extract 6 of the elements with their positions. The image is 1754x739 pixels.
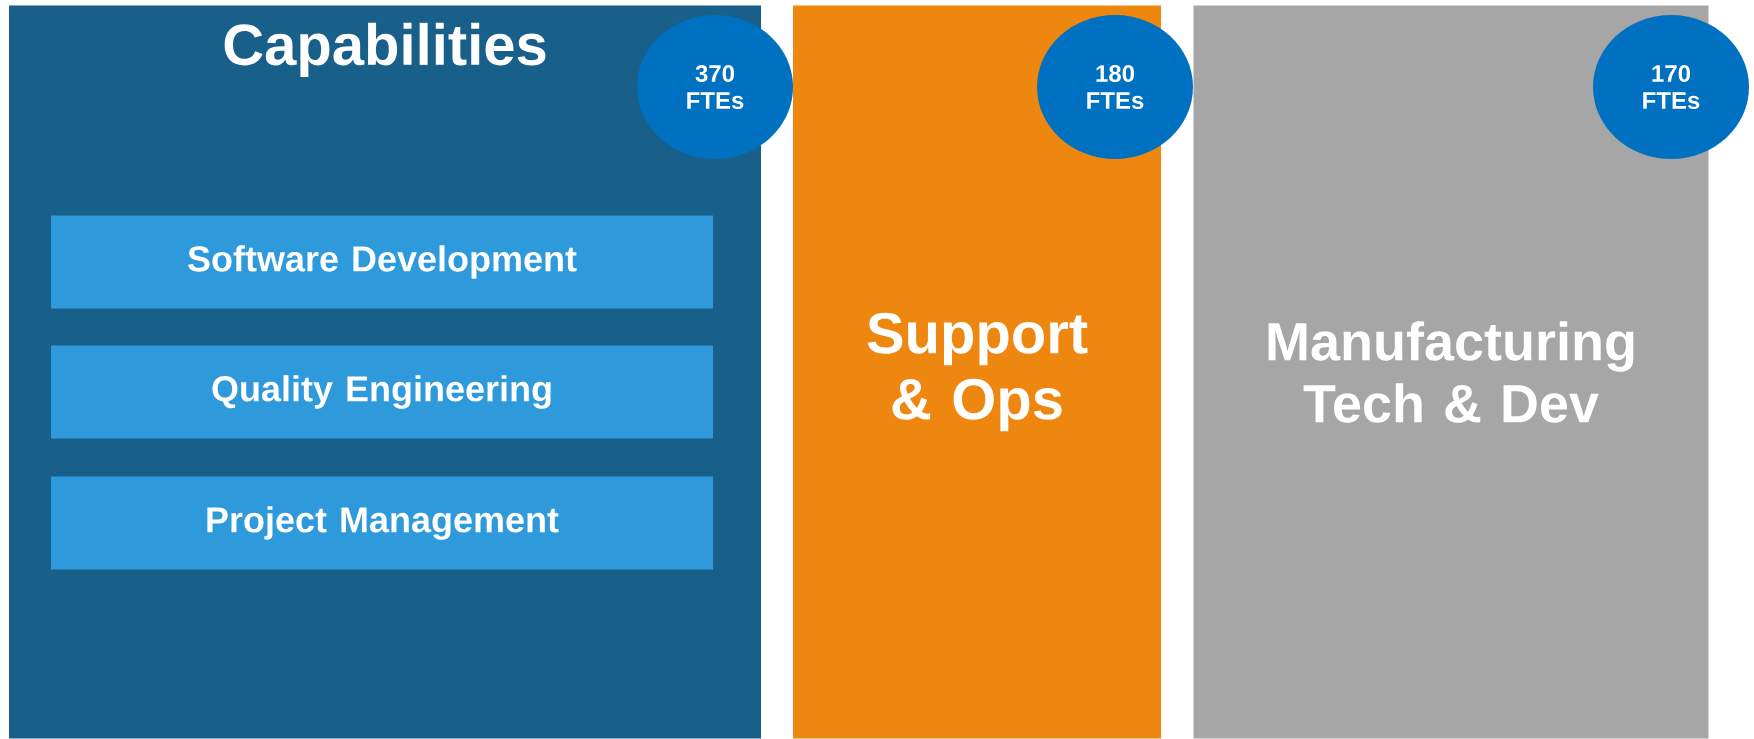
- count-bubble: 370 FTEs: [637, 15, 793, 159]
- capability-bar: Quality Engineering: [51, 345, 713, 439]
- capability-bar: Software Development: [51, 215, 713, 309]
- count-bubble: 170 FTEs: [1593, 15, 1749, 159]
- count-bubble: 180 FTEs: [1037, 15, 1193, 159]
- capability-bar: Project Management: [51, 476, 713, 570]
